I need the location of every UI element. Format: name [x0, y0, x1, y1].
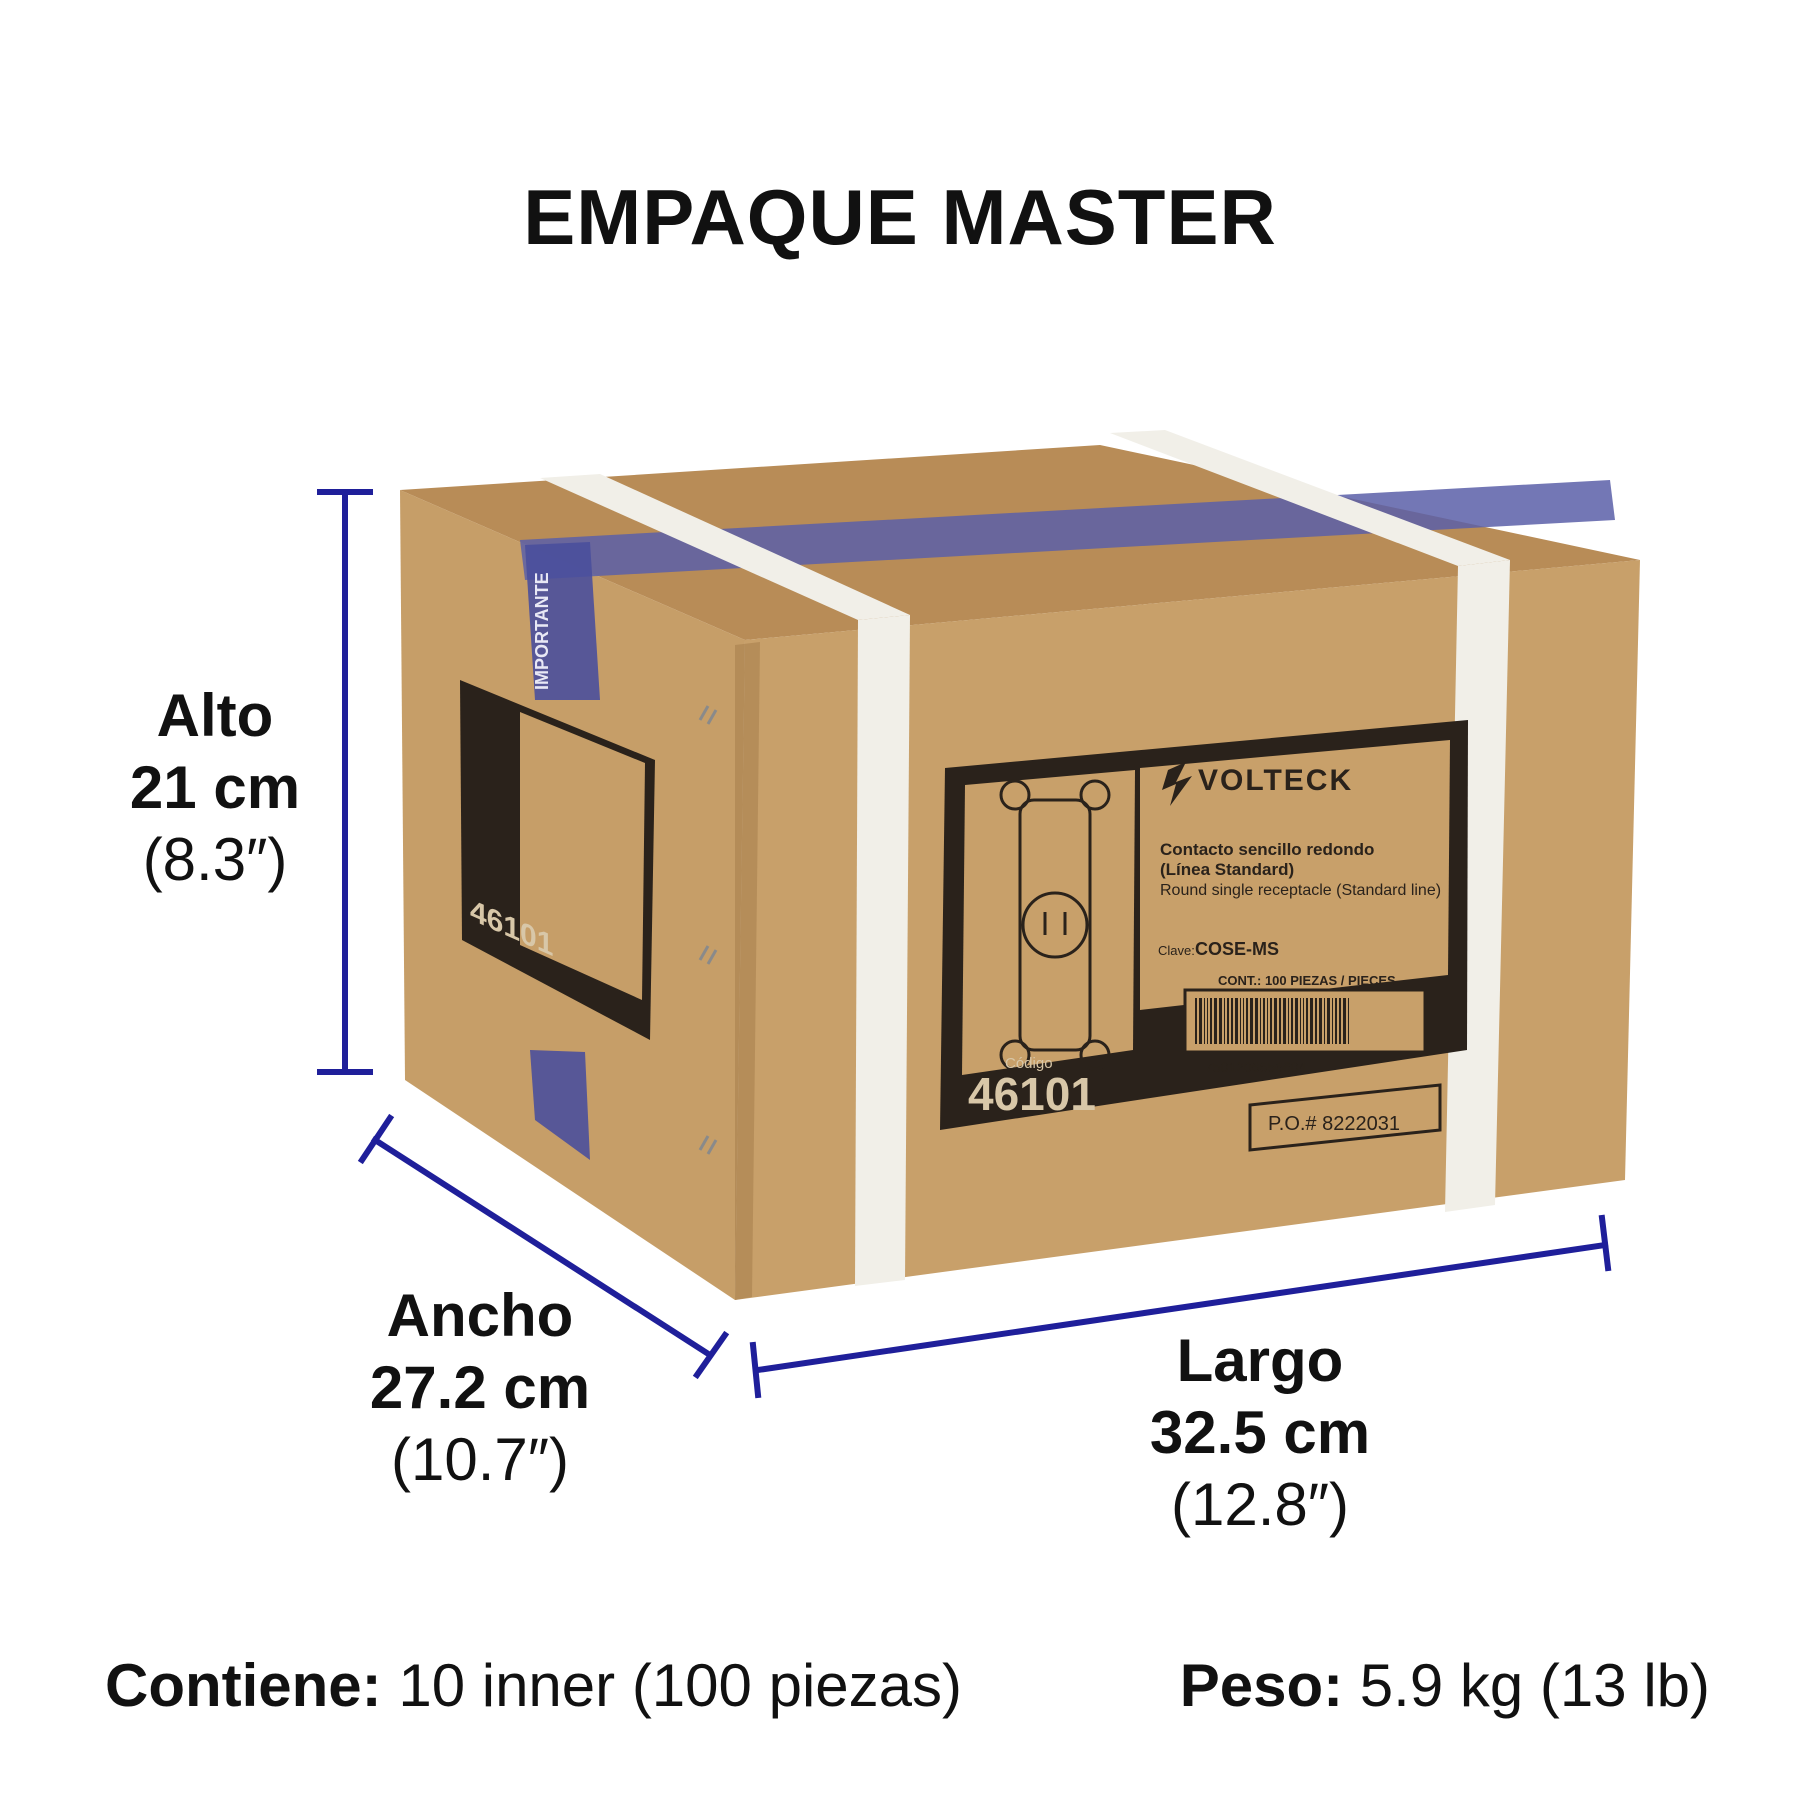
barcode-bar: [1279, 998, 1281, 1044]
barcode-bar: [1204, 998, 1205, 1044]
largo-label: Largo: [1176, 1327, 1344, 1394]
barcode-bar: [1288, 998, 1289, 1044]
barcode-bar: [1339, 998, 1341, 1044]
barcode-bar: [1283, 998, 1286, 1044]
barcode-bar: [1274, 998, 1277, 1044]
weight-info: Peso: 5.9 kg (13 lb): [1180, 1650, 1710, 1722]
barcode-bar: [1250, 998, 1253, 1044]
barcode-bar: [1306, 998, 1308, 1044]
ancho-dimension-line: [357, 1113, 730, 1380]
tape-text: IMPORTANTE: [532, 572, 552, 690]
barcode-bar: [1235, 998, 1238, 1044]
ancho-imperial: (10.7″): [391, 1426, 569, 1493]
box-clave-label: Clave:: [1158, 943, 1195, 958]
strap-right: [1110, 430, 1510, 566]
barcode-bar: [1267, 998, 1268, 1044]
barcode: [1183, 988, 1427, 1054]
barcode-bar: [1210, 998, 1212, 1044]
barcode-bar: [1263, 998, 1265, 1044]
barcode-bar: [1260, 998, 1261, 1044]
ancho-label: Ancho: [386, 1282, 574, 1349]
page-title: EMPAQUE MASTER: [523, 173, 1277, 261]
barcode-bar: [1270, 998, 1272, 1044]
barcode-bar: [1246, 998, 1248, 1044]
barcode-bar: [1243, 998, 1244, 1044]
barcode-bar: [1335, 998, 1337, 1044]
barcode-bar: [1255, 998, 1258, 1044]
largo-dimension-label: Largo 32.5 cm (12.8″): [1120, 1325, 1400, 1541]
staples: [698, 705, 718, 1155]
box-codigo-value: 46101: [968, 1068, 1096, 1120]
alto-label: Alto: [156, 682, 274, 749]
weight-label: Peso:: [1179, 1652, 1344, 1719]
barcode-bar: [1199, 998, 1202, 1044]
box-line-es: (Línea Standard): [1160, 860, 1294, 879]
front-label: VOLTECK Contacto sencillo redondo (Línea…: [940, 720, 1468, 1152]
barcode-bar: [1324, 998, 1325, 1044]
barcode-bar: [1310, 998, 1313, 1044]
barcode-bar: [1315, 998, 1317, 1044]
box-po: P.O.# 8222031: [1268, 1113, 1400, 1135]
ancho-dimension-label: Ancho 27.2 cm (10.7″): [350, 1280, 610, 1496]
box-codigo-label: Código: [1005, 1055, 1053, 1072]
barcode-bar: [1227, 998, 1229, 1044]
barcode-bar: [1332, 998, 1333, 1044]
contents-label: Contiene:: [105, 1652, 382, 1719]
barcode-bar: [1319, 998, 1322, 1044]
contents-value: 10 inner (100 piezas): [381, 1652, 962, 1719]
barcode-bar: [1303, 998, 1304, 1044]
barcode-bar: [1343, 998, 1346, 1044]
barcode-bar: [1224, 998, 1225, 1044]
largo-imperial: (12.8″): [1171, 1471, 1349, 1538]
volteck-logo: VOLTECK: [1162, 762, 1353, 806]
largo-metric: 32.5 cm: [1149, 1399, 1371, 1466]
barcode-bar: [1327, 998, 1330, 1044]
barcode-bar: [1348, 998, 1349, 1044]
weight-value: 5.9 kg (13 lb): [1343, 1652, 1710, 1719]
barcode-bar: [1219, 998, 1222, 1044]
alto-imperial: (8.3″): [142, 826, 288, 893]
box-product-es: Contacto sencillo redondo: [1160, 840, 1374, 859]
barcode-bar: [1300, 998, 1301, 1044]
largo-dimension-line: [749, 1214, 1612, 1399]
alto-dimension-line: [317, 489, 373, 1075]
box-contents: CONT.: 100 PIEZAS / PIECES: [1218, 973, 1396, 988]
ancho-metric: 27.2 cm: [369, 1354, 591, 1421]
box-product-en: Round single receptacle (Standard line): [1160, 882, 1441, 899]
alto-dimension-label: Alto 21 cm (8.3″): [110, 680, 320, 896]
barcode-bar: [1240, 998, 1241, 1044]
dimension-lines: [317, 489, 1612, 1399]
box-barcode-number: 7501206656604: [1205, 1059, 1306, 1075]
side-label: 46101: [460, 680, 655, 1040]
strap-left: [540, 474, 910, 620]
barcode-bar: [1295, 998, 1298, 1044]
box-brand: VOLTECK: [1198, 764, 1353, 797]
contents-info: Contiene: 10 inner (100 piezas): [105, 1650, 962, 1722]
barcode-bar: [1207, 998, 1208, 1044]
barcode-bar: [1291, 998, 1293, 1044]
box-clave-value: COSE-MS: [1195, 939, 1279, 959]
receptacle-drawing: [999, 779, 1111, 1071]
barcode-bar: [1214, 998, 1217, 1044]
barcode-bar: [1195, 998, 1197, 1044]
alto-metric: 21 cm: [129, 754, 301, 821]
barcode-bar: [1231, 998, 1233, 1044]
